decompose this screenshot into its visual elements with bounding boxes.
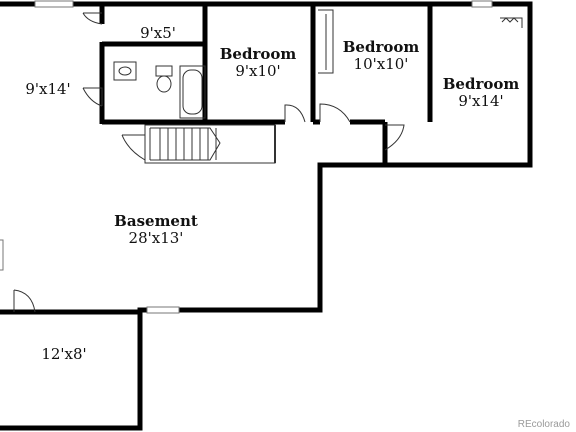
room-9x14-left-label: 9'x14' bbox=[25, 81, 70, 98]
watermark: REcolorado bbox=[517, 419, 570, 430]
stair-door-swing bbox=[121, 134, 146, 161]
bedroom-c-dims: 9'x14' bbox=[458, 92, 504, 110]
basement-label: Basement 28'x13' bbox=[114, 213, 198, 247]
bedroom-b-dims: 10'x10' bbox=[353, 55, 409, 73]
basement-name: Basement bbox=[114, 212, 198, 230]
bedroom-c-label: Bedroom 9'x14' bbox=[443, 76, 520, 110]
room-12x8-dims: 12'x8' bbox=[41, 345, 87, 363]
bathtub-basin bbox=[182, 69, 203, 115]
bedroom-b-label: Bedroom 10'x10' bbox=[343, 39, 420, 73]
toilet-tank bbox=[155, 65, 173, 77]
closet-bedroom-b bbox=[318, 9, 334, 74]
bathroom-sink bbox=[113, 61, 137, 81]
windows bbox=[0, 0, 493, 314]
bedroom-a-dims: 9'x10' bbox=[235, 62, 281, 80]
exterior-walls bbox=[0, 1, 533, 431]
bifold-door bbox=[501, 17, 519, 23]
closet-door-swing bbox=[82, 12, 103, 25]
closet-bedroom-c bbox=[500, 17, 523, 28]
stair-rail bbox=[150, 127, 221, 161]
window-top-right bbox=[471, 0, 493, 8]
bedroom-a-label: Bedroom 9'x10' bbox=[220, 46, 297, 80]
room-9x5-dims: 9'x5' bbox=[140, 24, 176, 42]
thin-lines bbox=[13, 9, 523, 313]
room-9x5-label: 9'x5' bbox=[140, 25, 176, 42]
outer-wall-path bbox=[0, 1, 533, 431]
bedroom-c-door-swing bbox=[384, 124, 405, 151]
window-basement-bottom bbox=[146, 306, 180, 314]
bath-door-swing bbox=[82, 87, 103, 107]
room-12x8-label: 12'x8' bbox=[41, 346, 86, 363]
toilet-bowl bbox=[156, 75, 172, 93]
bedroom-b-door-swing bbox=[319, 103, 351, 123]
interior-walls bbox=[0, 4, 433, 315]
bathtub bbox=[179, 65, 206, 119]
stair-treads bbox=[159, 128, 217, 160]
room-9x14-left-dims: 9'x14' bbox=[25, 80, 71, 98]
stair-enclosure bbox=[144, 124, 276, 164]
basement-dims: 28'x13' bbox=[128, 229, 184, 247]
window-left bbox=[0, 239, 4, 271]
bedroom-a-name: Bedroom bbox=[219, 45, 297, 63]
bedroom-b-name: Bedroom bbox=[342, 38, 420, 56]
bedroom-c-name: Bedroom bbox=[442, 75, 520, 93]
bedroom-a-door-swing bbox=[284, 104, 306, 123]
sink-basin bbox=[118, 66, 132, 76]
storage-door-swing bbox=[13, 289, 36, 313]
window-top-left bbox=[34, 0, 74, 8]
